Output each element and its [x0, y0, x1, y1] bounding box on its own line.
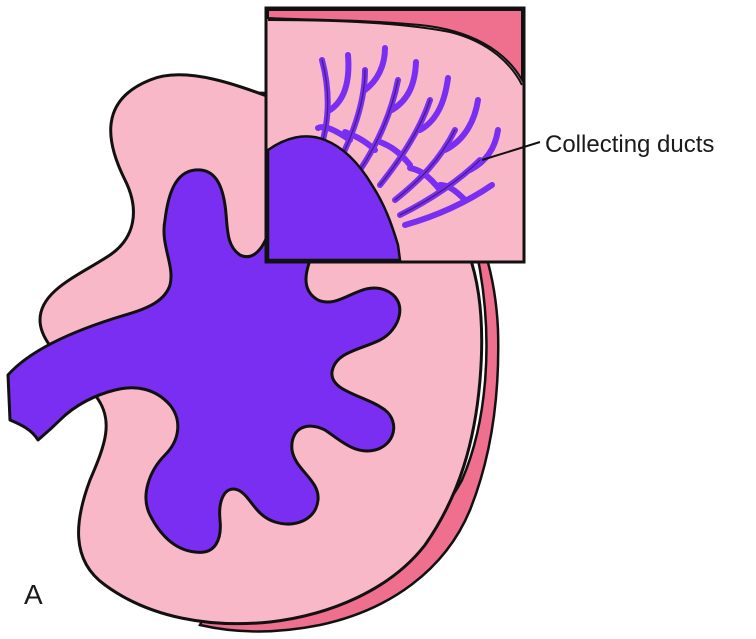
panel-label: A — [24, 579, 43, 610]
collecting-ducts-label: Collecting ducts — [545, 131, 714, 158]
inset-magnification — [266, 8, 524, 262]
